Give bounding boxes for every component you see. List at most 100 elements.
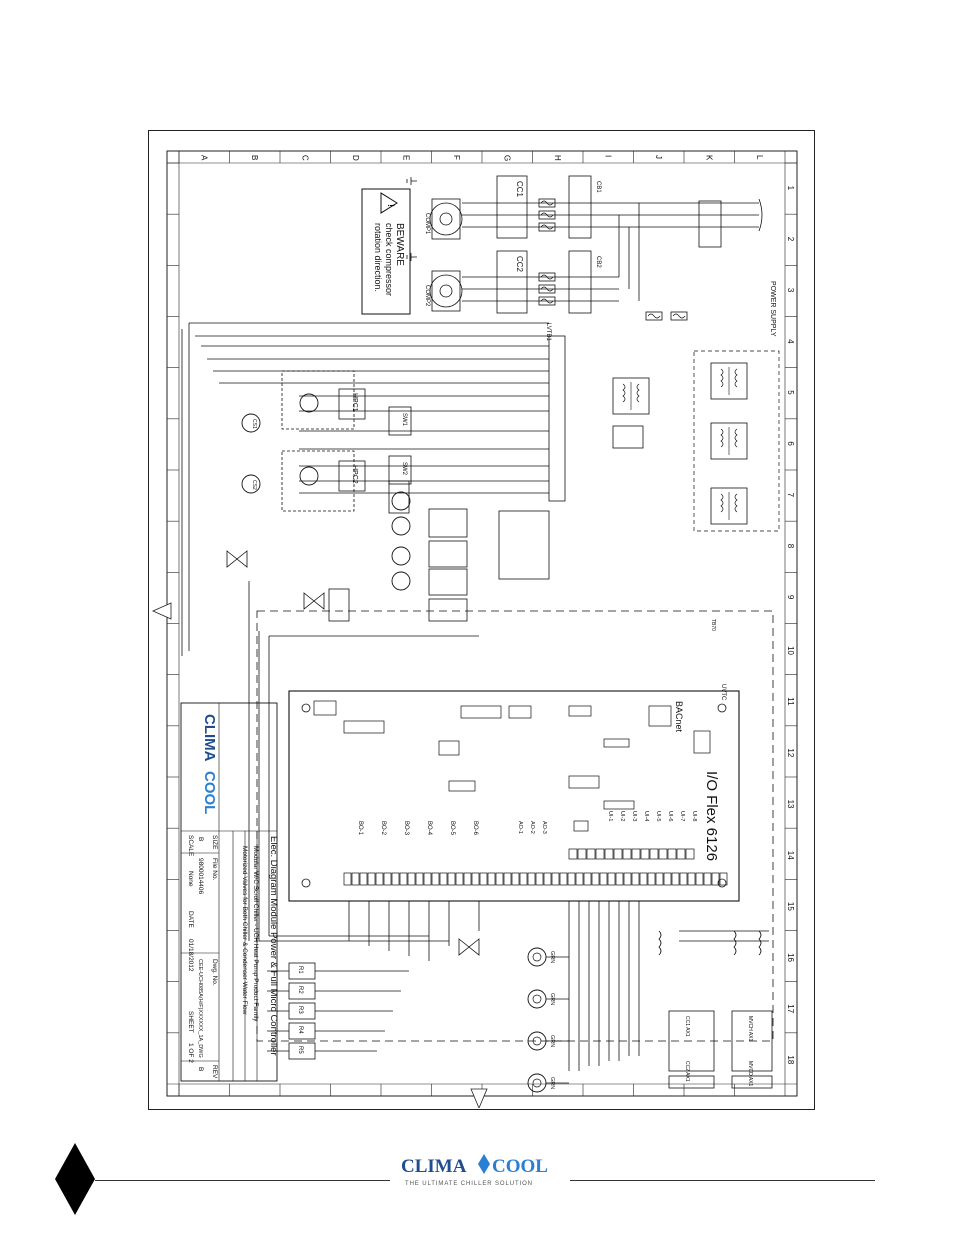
tb-dwgno-label: Dwg. No. <box>211 959 218 986</box>
terminal <box>577 848 587 860</box>
beware-line2: rotation direction. <box>373 223 383 292</box>
terminal <box>649 848 659 860</box>
power-section <box>406 175 763 314</box>
terminal <box>391 872 400 886</box>
col-label: 17 <box>786 1004 795 1013</box>
col-label: 18 <box>786 1055 795 1064</box>
tb-size-label: SIZE <box>211 835 218 850</box>
col-label: 2 <box>786 237 795 242</box>
col-label: 11 <box>786 697 795 706</box>
ui-label: UI-6 <box>667 811 673 821</box>
transformer-bank <box>612 350 780 532</box>
terminal <box>671 872 680 886</box>
label-cc1: CC1 <box>515 181 524 198</box>
controller-name: I/O Flex 6126 <box>703 771 720 861</box>
terminal <box>527 872 536 886</box>
label-tb70: TB70 <box>710 619 716 631</box>
terminal <box>567 872 576 886</box>
tb-logo-right: COOL <box>201 771 218 814</box>
terminal <box>655 872 664 886</box>
tb-sheet-value: 1 OF 2 <box>187 1043 194 1063</box>
controller-protocol: BACnet <box>674 701 684 733</box>
row-label: I <box>603 155 612 157</box>
row-label: C <box>300 155 309 161</box>
col-label: 8 <box>786 544 795 549</box>
ao-label: AO-1 <box>517 821 523 834</box>
terminal <box>431 872 440 886</box>
label-power-supply: POWER SUPPLY <box>769 281 776 337</box>
col-label: 16 <box>786 953 795 962</box>
label-comp1: COMP1 <box>424 213 430 235</box>
temp-sensor-icon <box>527 989 547 1009</box>
label-cc1ax1: CC1 AX1 <box>684 1016 690 1037</box>
terminal <box>423 872 432 886</box>
relay-label: R5 <box>297 1046 303 1054</box>
sensor-label: GRN <box>549 993 555 1005</box>
terminal <box>495 872 504 886</box>
tb-date-value: 01/18/2012 <box>187 939 194 972</box>
bo-label: BO-3 <box>403 821 409 836</box>
row-label: B <box>250 155 259 160</box>
tb-sheet-label: SHEET <box>187 1011 194 1033</box>
terminal <box>595 848 605 860</box>
terminal <box>667 848 677 860</box>
terminal <box>640 848 650 860</box>
controller-wiring <box>259 901 769 1071</box>
row-label: A <box>199 155 208 161</box>
col-label: 15 <box>786 902 795 911</box>
relay-label: R2 <box>297 986 303 994</box>
terminal <box>685 848 695 860</box>
beware-line1: check compressor <box>384 223 394 296</box>
terminal <box>479 872 488 886</box>
bo-label: BO-4 <box>426 821 432 836</box>
terminal <box>503 872 512 886</box>
row-label: K <box>704 155 713 161</box>
col-label: 3 <box>786 288 795 293</box>
col-label: 6 <box>786 441 795 446</box>
terminal <box>487 872 496 886</box>
label-cb2: CB2 <box>595 256 601 268</box>
bo-label: BO-2 <box>380 821 386 836</box>
beware-title: BEWARE <box>394 223 405 266</box>
label-cs2: CS2 <box>251 480 257 490</box>
footer-droplet-icon <box>478 1154 490 1174</box>
label-ltb1: LVTB1 <box>545 323 551 342</box>
terminal <box>615 872 624 886</box>
svg-text:!: ! <box>386 204 396 207</box>
terminal <box>703 872 712 886</box>
terminal <box>471 872 480 886</box>
col-label: 9 <box>786 595 795 600</box>
relay-label: R4 <box>297 1026 303 1034</box>
terminal <box>622 848 632 860</box>
terminal <box>613 848 623 860</box>
tb-scale-label: SCALE <box>187 835 194 857</box>
ao-label: AO-3 <box>541 821 547 834</box>
terminal <box>719 872 728 886</box>
tb-date-label: DATE <box>187 911 194 929</box>
terminal <box>631 872 640 886</box>
terminal <box>586 848 596 860</box>
terminal <box>604 848 614 860</box>
terminal <box>679 872 688 886</box>
relay-label: R1 <box>297 966 303 974</box>
terminal <box>463 872 472 886</box>
row-label: D <box>351 155 360 161</box>
ui-label: UI-3 <box>631 811 637 821</box>
tb-scale-value: None <box>187 871 194 887</box>
terminal <box>551 872 560 886</box>
row-label: J <box>654 155 663 159</box>
sensor-label: GRN <box>549 1035 555 1047</box>
terminal <box>711 872 720 886</box>
terminal <box>375 872 384 886</box>
terminal <box>623 872 632 886</box>
tb-dwgno-value: CEE-UCH085A(H/F)XXXXXX_1A_DWG <box>197 959 203 1058</box>
title-block: CLIMA COOL Elec. Diagram Module Power & … <box>180 702 279 1082</box>
sensor-label: GRN <box>549 951 555 963</box>
col-label: 14 <box>786 851 795 860</box>
terminal <box>658 848 668 860</box>
bo-label: BO-1 <box>357 821 363 836</box>
temp-sensor-icon <box>527 1073 547 1093</box>
footer-brand-left: CLIMA <box>401 1156 467 1177</box>
label-cb1: CB1 <box>595 181 601 193</box>
